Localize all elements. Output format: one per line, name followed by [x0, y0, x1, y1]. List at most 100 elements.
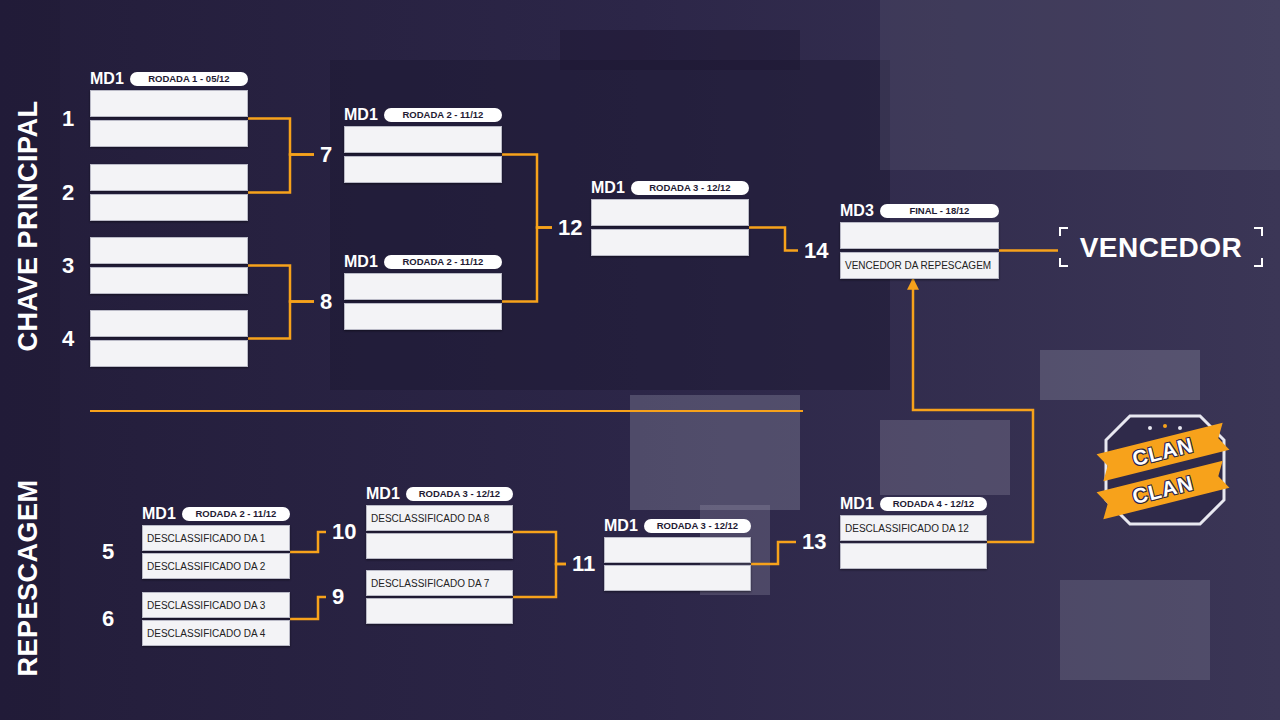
match-box: 13MD1RODADA 4 - 12/12DESCLASSIFICADO DA … [796, 515, 987, 569]
match-box: 14MD3FINAL - 18/12VENCEDOR DA REPESCAGEM [798, 222, 999, 279]
match-format: MD1 [90, 70, 124, 87]
match-format: MD1 [604, 517, 638, 534]
team-slot: DESCLASSIFICADO DA 7 [366, 570, 513, 596]
match-number-holder: 8 [320, 273, 332, 330]
match-format: MD1 [142, 505, 176, 522]
label-holder: REPESCAGEM [13, 479, 44, 676]
empty-slot [604, 537, 751, 563]
clan-logo [1097, 416, 1230, 524]
bracket-connector [513, 564, 566, 597]
empty-slot [90, 164, 248, 191]
slot-text: DESCLASSIFICADO DA 7 [371, 578, 489, 589]
bracket-connector [749, 228, 798, 251]
match-header: MD1 RODADA 3 - 12/12 [591, 179, 749, 196]
match-box: 2 [56, 164, 248, 221]
bracket-connector [502, 155, 552, 228]
empty-slot [90, 310, 248, 337]
match-number: 13 [802, 529, 826, 555]
match-number-holder: 9 [332, 570, 344, 624]
slot-text: DESCLASSIFICADO DA 12 [845, 523, 969, 534]
bracket-connector [999, 249, 1058, 252]
slot-text: DESCLASSIFICADO DA 8 [371, 513, 489, 524]
match-header: MD1RODADA 4 - 12/12 [840, 495, 987, 512]
empty-slot [840, 222, 999, 249]
match-number-holder: 11 [572, 537, 595, 591]
round-pill: RODADA 3 - 12/12 [406, 487, 513, 501]
match-number-holder: 14 [804, 222, 828, 279]
bracket-connector [248, 302, 314, 339]
match-format: MD1 [591, 179, 625, 196]
bracket-connector [248, 119, 314, 155]
label-holder: CLAN [1130, 433, 1196, 471]
team-slot: DESCLASSIFICADO DA 4 [142, 620, 290, 646]
round-pill: RODADA 2 - 11/12 [182, 507, 290, 521]
match-header: MD1 RODADA 2 - 11/12 [142, 505, 290, 522]
team-slot: DESCLASSIFICADO DA 12 [840, 515, 987, 541]
match-box: 3 [56, 237, 248, 294]
match-box: 1MD1RODADA 1 - 05/12 [56, 90, 248, 147]
match-number-holder: 5 [102, 525, 114, 579]
empty-slot [90, 90, 248, 117]
round-pill: RODADA 2 - 11/12 [384, 255, 502, 269]
match-box: 9 DESCLASSIFICADO DA 7 [326, 570, 513, 624]
empty-slot [591, 229, 749, 256]
section-divider [90, 410, 803, 412]
bracket-connector [248, 155, 314, 193]
match-number-holder: 2 [62, 164, 74, 221]
bracket-connector [290, 532, 326, 552]
match-number-holder: 12 [558, 199, 582, 256]
round-pill: RODADA 3 - 12/12 [644, 519, 751, 533]
empty-slot [366, 533, 513, 559]
empty-slot [90, 237, 248, 264]
slot-text: DESCLASSIFICADO DA 3 [147, 600, 265, 611]
winner-text: VENCEDOR [1080, 232, 1243, 264]
match-number-holder: 1 [62, 90, 74, 147]
match-header: MD1RODADA 2 - 11/12 [344, 253, 502, 270]
match-number-holder: 7 [320, 126, 332, 183]
match-box: 12MD1RODADA 3 - 12/12 [552, 199, 749, 256]
empty-slot [344, 303, 502, 330]
empty-slot [344, 273, 502, 300]
match-number: 12 [558, 215, 582, 241]
match-box: 5MD1RODADA 2 - 11/12DESCLASSIFICADO DA 1… [96, 525, 290, 579]
empty-slot [344, 126, 502, 153]
match-format: MD3 [840, 202, 874, 219]
match-box: 8MD1RODADA 2 - 11/12 [314, 273, 502, 330]
bracket-connector [248, 266, 314, 302]
match-number: 11 [572, 551, 595, 577]
label-holder: CHAVE PRINCIPAL [13, 100, 44, 351]
match-number-holder: 6 [102, 592, 114, 646]
match-number-holder: 3 [62, 237, 74, 294]
match-number: 9 [332, 584, 344, 610]
team-slot: DESCLASSIFICADO DA 8 [366, 505, 513, 531]
match-header: MD1 RODADA 3 - 12/12 [366, 485, 513, 502]
team-slot: DESCLASSIFICADO DA 2 [142, 553, 290, 579]
round-pill: RODADA 3 - 12/12 [631, 181, 749, 195]
match-header: MD1 RODADA 3 - 12/12 [604, 517, 751, 534]
section-title: REPESCAGEM [13, 479, 43, 676]
logo-text: CLAN [1130, 471, 1196, 508]
slot-text: VENCEDOR DA REPESCAGEM [845, 260, 991, 271]
slot-text: DESCLASSIFICADO DA 4 [147, 628, 265, 639]
section-title: CHAVE PRINCIPAL [13, 100, 43, 351]
empty-slot [366, 598, 513, 624]
logo-text: CLAN [1130, 433, 1196, 470]
match-box: 7MD1RODADA 2 - 11/12 [314, 126, 502, 183]
match-number: 4 [62, 326, 74, 352]
match-number: 6 [102, 606, 114, 632]
round-pill: RODADA 2 - 11/12 [384, 108, 502, 122]
empty-slot [604, 565, 751, 591]
match-number-holder: 13 [802, 515, 826, 569]
bracket-connector [290, 597, 326, 619]
team-slot: VENCEDOR DA REPESCAGEM [840, 252, 999, 279]
match-number: 3 [62, 253, 74, 279]
match-box: 10MD1RODADA 3 - 12/12DESCLASSIFICADO DA … [326, 505, 513, 559]
match-box: 6 DESCLASSIFICADO DA 3 DESCLASSIFICADO DA … [96, 592, 290, 646]
round-pill: RODADA 1 - 05/12 [130, 72, 248, 86]
round-pill: FINAL - 18/12 [880, 204, 999, 218]
label-holder: CLAN [1130, 471, 1196, 509]
match-format: MD1 [366, 485, 400, 502]
match-number: 5 [102, 539, 114, 565]
